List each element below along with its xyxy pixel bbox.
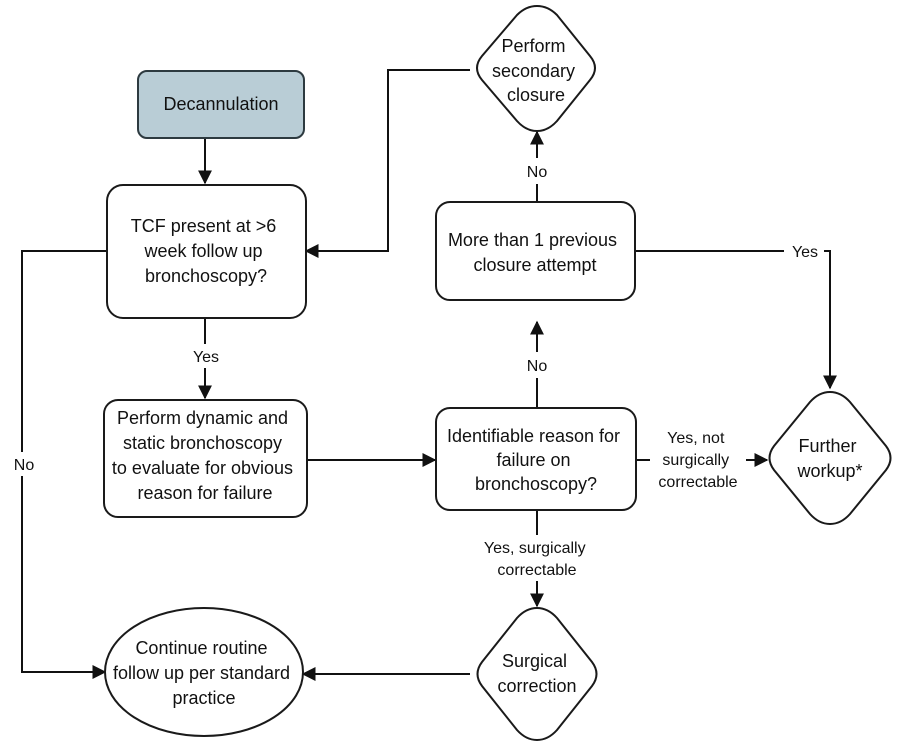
edge-label-yes: Yes [193, 349, 219, 366]
edge-label-yes-to-further: Yes [792, 244, 818, 261]
node-secondary-closure: Perform secondary closure [476, 4, 596, 133]
edge-secondary-to-tcf [304, 69, 470, 258]
edge-label-yes-correctable: Yes, surgically correctable [484, 540, 590, 579]
node-tcf-present: TCF present at >6 week follow up broncho… [106, 184, 307, 319]
node-decannulation: Decannulation [137, 70, 305, 139]
edge-more-yes-to-further [635, 250, 837, 390]
node-text: Identifiable reason for failure on bronc… [447, 426, 625, 494]
node-more-than-one-attempt: More than 1 previous closure attempt [435, 201, 636, 301]
node-text: TCF present at >6 week follow up broncho… [131, 216, 282, 286]
edge-label-no-to-secondary: No [527, 164, 548, 181]
node-text: Decannulation [163, 94, 278, 114]
node-text: Continue routine follow up per standard … [113, 638, 295, 708]
node-text: Perform secondary closure [492, 36, 580, 105]
edge-label-yes-not-correctable: Yes, not surgically correctable [658, 430, 737, 491]
node-continue-routine: Continue routine follow up per standard … [104, 607, 304, 737]
node-text: Surgical correction [497, 651, 576, 696]
node-further-workup: Further workup* [768, 390, 892, 526]
edge-labels: Yes No No No Yes Yes, not surgically cor… [8, 158, 824, 581]
edge-label-no-left: No [14, 457, 35, 474]
node-surgical-correction: Surgical correction [476, 606, 598, 742]
node-text: Perform dynamic and static bronchoscopy … [112, 408, 298, 503]
node-perform-bronchoscopy: Perform dynamic and static bronchoscopy … [103, 399, 308, 518]
node-text: More than 1 previous closure attempt [448, 230, 622, 275]
node-text: Further workup* [796, 436, 862, 481]
node-identifiable-reason: Identifiable reason for failure on bronc… [435, 407, 637, 511]
edges [21, 69, 837, 681]
edge-label-no-to-more: No [527, 358, 548, 375]
